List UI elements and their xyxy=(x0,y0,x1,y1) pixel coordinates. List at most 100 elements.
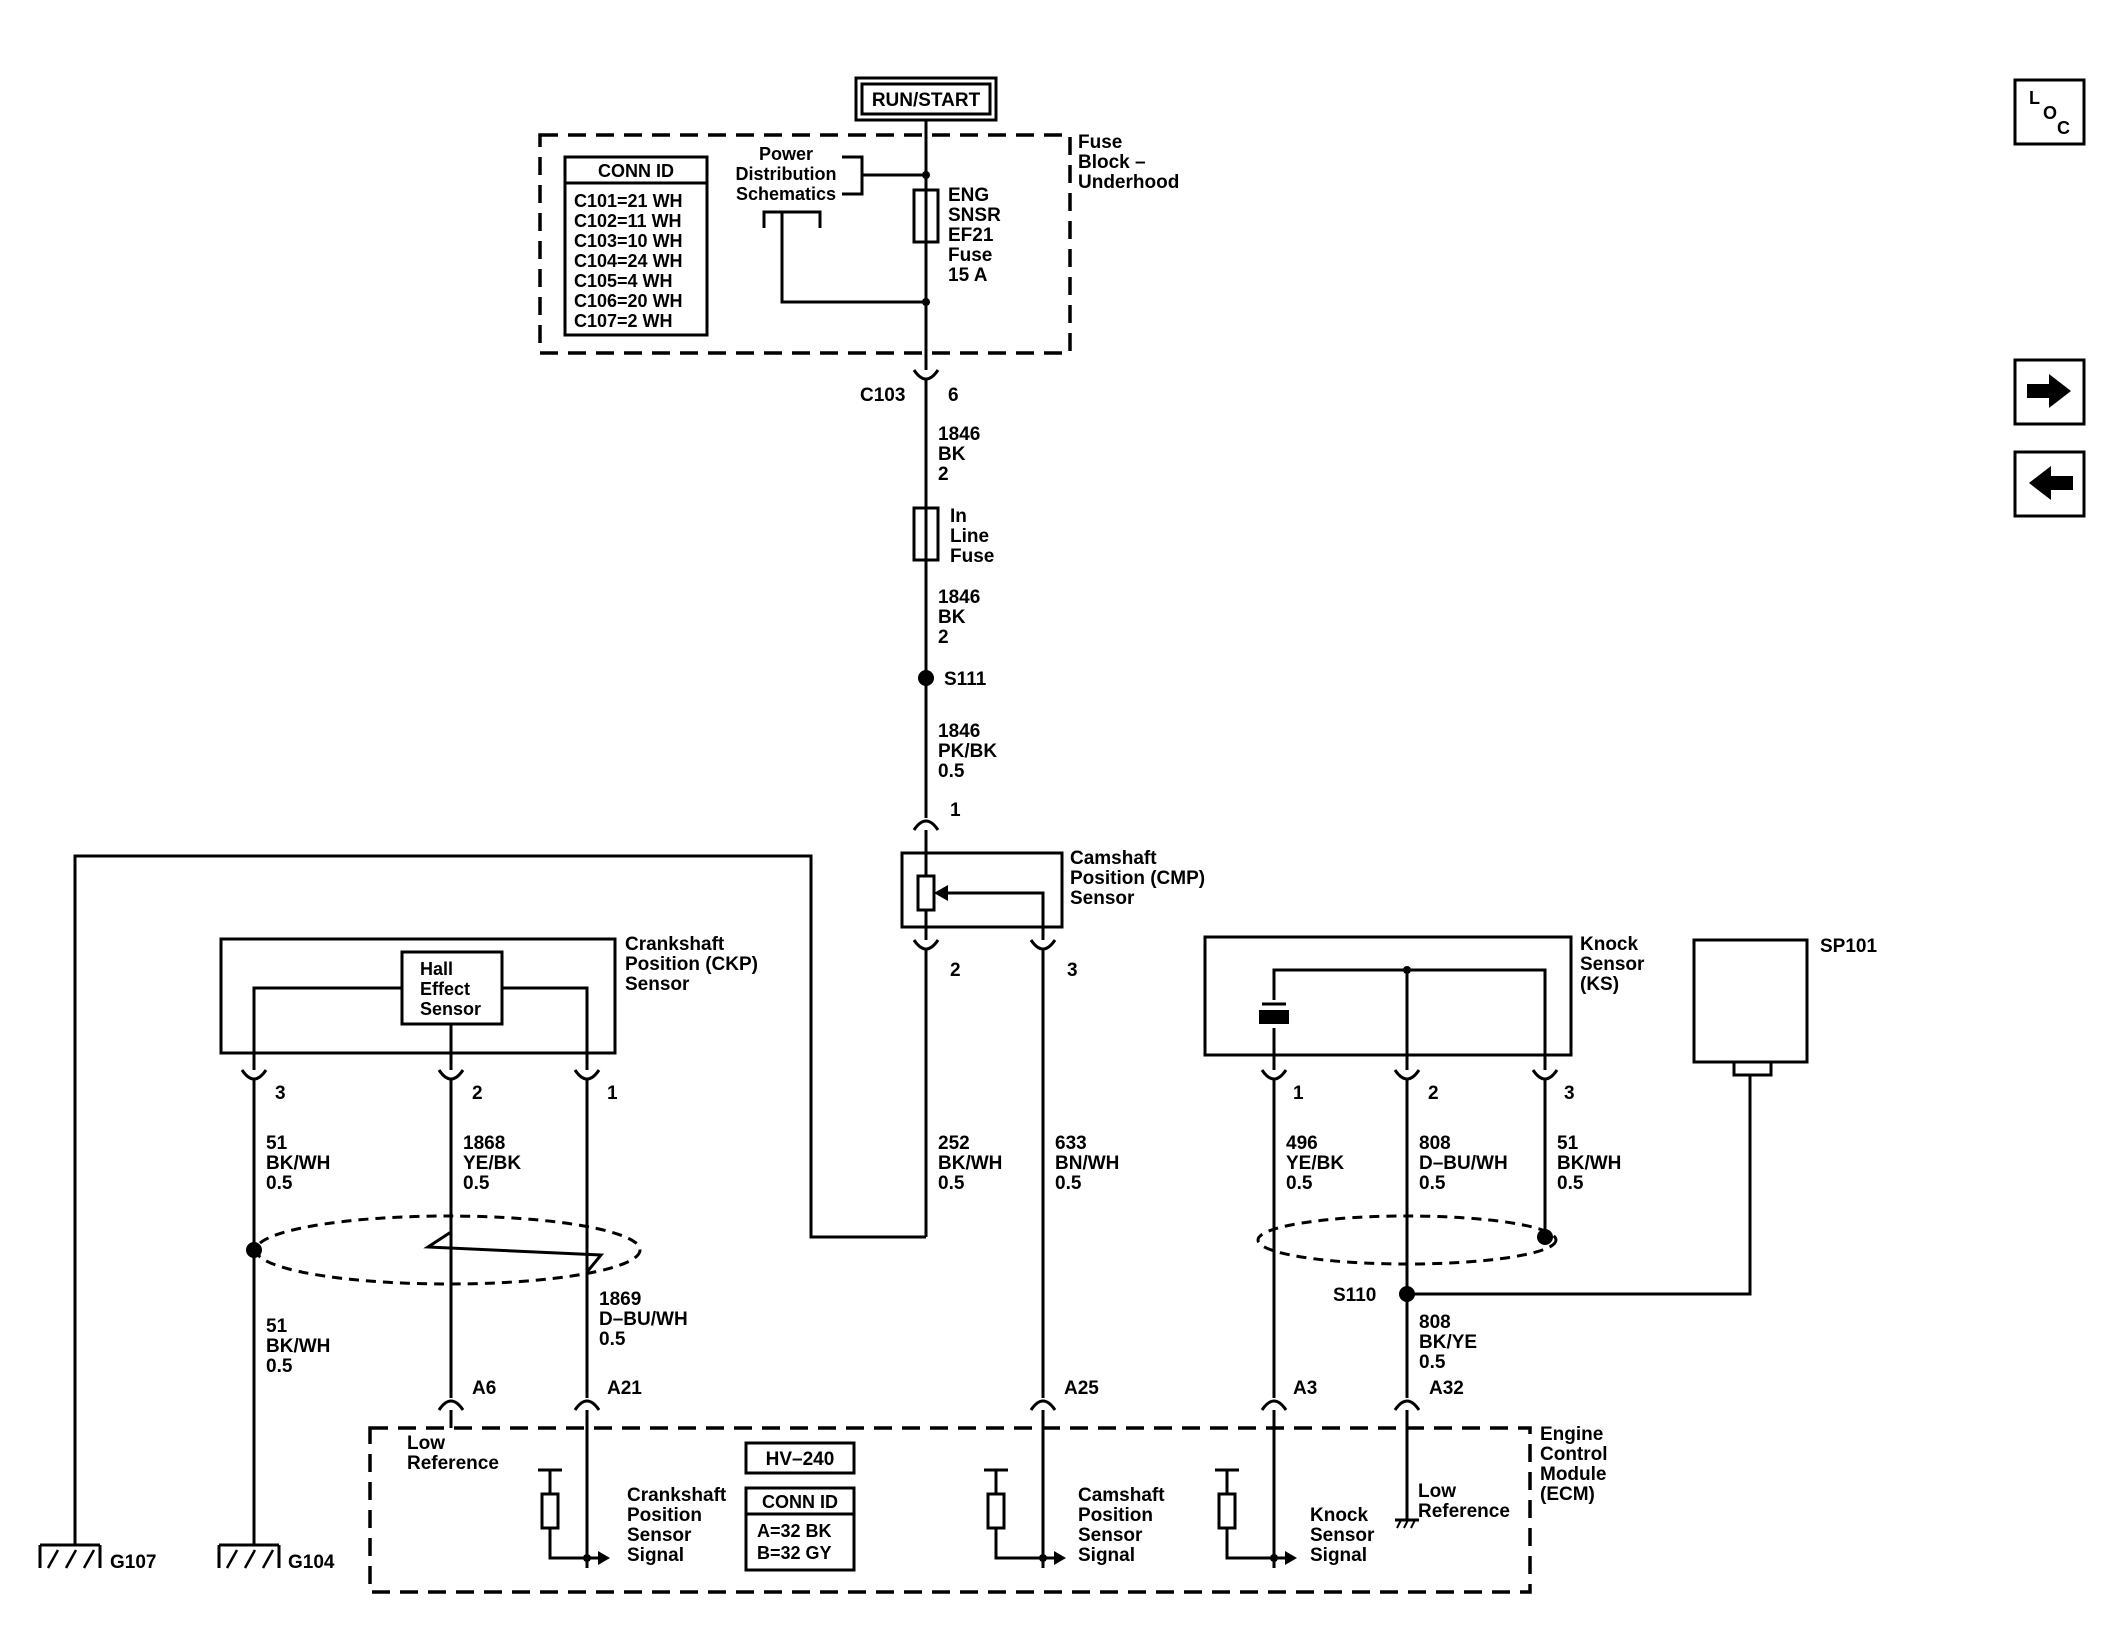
wire-1868-label: 1868 YE/BK 0.5 xyxy=(463,1133,521,1194)
wire-label-line: 252 xyxy=(938,1133,970,1154)
wire-label-line: 51 xyxy=(266,1316,288,1337)
ks-label-line: (KS) xyxy=(1580,974,1619,995)
conn-id-entry: C105=4 WH xyxy=(574,271,673,291)
wire-51-ckp-top-label: 51 BK/WH 0.5 xyxy=(266,1133,330,1194)
ecm-pin-a3: A3 xyxy=(1293,1378,1317,1399)
ckp-shield xyxy=(254,1214,642,1286)
ecm-label-line: Control xyxy=(1540,1444,1608,1465)
wire-label-line: 0.5 xyxy=(938,1173,965,1194)
wire-633-label: 633 BN/WH 0.5 xyxy=(1055,1133,1119,1194)
low-ref-line: Low xyxy=(407,1433,445,1454)
signal-label-line: Knock xyxy=(1310,1505,1369,1526)
signal-label-line: Signal xyxy=(1078,1545,1135,1566)
ef21-fuse-label: ENG SNSR EF21 Fuse 15 A xyxy=(948,185,1001,286)
wire-label-line: 0.5 xyxy=(1055,1173,1082,1194)
cmp-pin-2: 2 xyxy=(950,960,961,981)
wire-1869-label: 1869 D–BU/WH 0.5 xyxy=(599,1289,688,1350)
hv-240-badge: HV–240 xyxy=(744,1441,856,1475)
wire-label-line: 2 xyxy=(938,627,949,648)
ks-label-line: Knock xyxy=(1580,934,1639,955)
signal-label-line: Sensor xyxy=(1078,1525,1143,1546)
signal-label-line: Crankshaft xyxy=(627,1485,727,1506)
fuse-label-line: Line xyxy=(950,526,989,547)
wire-label-line: D–BU/WH xyxy=(1419,1153,1508,1174)
ckp-sensor-label: Crankshaft Position (CKP) Sensor xyxy=(625,934,758,995)
low-ref-line: Low xyxy=(1418,1481,1456,1502)
low-ref-line: Reference xyxy=(407,1453,499,1474)
signal-label-line: Sensor xyxy=(627,1525,692,1546)
wire-1846-label-a: 1846 BK 2 xyxy=(938,424,980,485)
wire-808-label: 808 D–BU/WH 0.5 xyxy=(1419,1133,1508,1194)
wire-label-line: 51 xyxy=(1557,1133,1579,1154)
wire-label-line: BK/WH xyxy=(266,1336,330,1357)
ecm-low-reference-right: Low Reference xyxy=(1418,1481,1510,1522)
cmp-pin-1: 1 xyxy=(950,800,961,821)
ks-pin-2: 2 xyxy=(1428,1083,1439,1104)
wire-label-line: 0.5 xyxy=(938,761,965,782)
wire-label-line: 1846 xyxy=(938,424,980,445)
conn-id-entry: C106=20 WH xyxy=(574,291,683,311)
conn-id-entry: B=32 GY xyxy=(757,1543,832,1563)
sp101-box xyxy=(1692,938,1809,1064)
conn-id-entry: C107=2 WH xyxy=(574,311,673,331)
wire-label-line: 51 xyxy=(266,1133,288,1154)
wire-label-line: 0.5 xyxy=(599,1329,626,1350)
ground-g104-label: G104 xyxy=(288,1552,335,1573)
ckp-signal-label: Crankshaft Position Sensor Signal xyxy=(627,1485,727,1566)
wire-label-line: 633 xyxy=(1055,1133,1087,1154)
wire-label-line: BK xyxy=(938,444,966,465)
power-distribution-reference: Power Distribution Schematics xyxy=(736,144,926,304)
wire-1846-label-b: 1846 BK 2 xyxy=(938,587,980,648)
conn-id-entry: C104=24 WH xyxy=(574,251,683,271)
signal-label-line: Camshaft xyxy=(1078,1485,1165,1506)
low-ref-line: Reference xyxy=(1418,1501,1510,1522)
wire-label-line: D–BU/WH xyxy=(599,1309,688,1330)
ckp-sensor xyxy=(219,937,617,1055)
ecm-label-line: (ECM) xyxy=(1540,1484,1595,1505)
sp101-label: SP101 xyxy=(1820,936,1877,957)
fuse-block-underhood xyxy=(538,133,1072,355)
ecm-module xyxy=(368,1426,1532,1594)
hall-label-line: Sensor xyxy=(420,999,481,1019)
wire-label-line: 496 xyxy=(1286,1133,1318,1154)
wire-51-ks-label: 51 BK/WH 0.5 xyxy=(1557,1133,1621,1194)
ecm-label-line: Engine xyxy=(1540,1424,1603,1445)
wire-label-line: 0.5 xyxy=(1557,1173,1584,1194)
ground-g107 xyxy=(38,1543,102,1569)
ks-shield-splice xyxy=(1537,1229,1553,1245)
conn-id-table-ecm: CONN ID A=32 BK B=32 GY xyxy=(744,1486,856,1572)
cmp-label-line: Sensor xyxy=(1070,888,1135,909)
cmp-sensor-label: Camshaft Position (CMP) Sensor xyxy=(1070,848,1205,909)
hv-240-text: HV–240 xyxy=(766,1449,835,1470)
loc-letter: O xyxy=(2043,103,2057,123)
wire-label-line: BK/WH xyxy=(1557,1153,1621,1174)
ground-g104 xyxy=(217,1543,281,1569)
ckp-pin-3: 3 xyxy=(275,1083,286,1104)
wire-51-ckp-bottom-label: 51 BK/WH 0.5 xyxy=(266,1316,330,1377)
ecm-pin-a21: A21 xyxy=(607,1378,642,1399)
fuse-block-label: Fuse Block – Underhood xyxy=(1078,132,1179,193)
ks-signal-label: Knock Sensor Signal xyxy=(1310,1505,1375,1566)
power-dist-line: Schematics xyxy=(736,184,836,204)
next-page-button[interactable] xyxy=(2013,358,2086,426)
fuse-label-line: SNSR xyxy=(948,205,1001,226)
ckp-label-line: Position (CKP) xyxy=(625,954,758,975)
conn-id-title: CONN ID xyxy=(762,1492,838,1512)
ecm-low-reference-left: Low Reference xyxy=(407,1433,499,1474)
power-dist-line: Power xyxy=(759,144,813,164)
loc-button[interactable]: L O C xyxy=(2013,78,2086,146)
wire-label-line: 1868 xyxy=(463,1133,505,1154)
ks-pin-1: 1 xyxy=(1293,1083,1304,1104)
splice-s111 xyxy=(918,670,934,686)
cmp-label-line: Camshaft xyxy=(1070,848,1157,869)
power-dist-line: Distribution xyxy=(736,164,837,184)
wire-252-label: 252 BK/WH 0.5 xyxy=(938,1133,1002,1194)
wire-label-line: 0.5 xyxy=(1419,1352,1446,1373)
conn-id-entry: C101=21 WH xyxy=(574,191,683,211)
ecm-pin-a32: A32 xyxy=(1429,1378,1464,1399)
previous-page-button[interactable] xyxy=(2013,450,2086,518)
ecm-pin-a6: A6 xyxy=(472,1378,496,1399)
fuse-label-line: ENG xyxy=(948,185,989,206)
ecm-pin-a25: A25 xyxy=(1064,1378,1099,1399)
wire-1846-label-c: 1846 PK/BK 0.5 xyxy=(938,721,997,782)
